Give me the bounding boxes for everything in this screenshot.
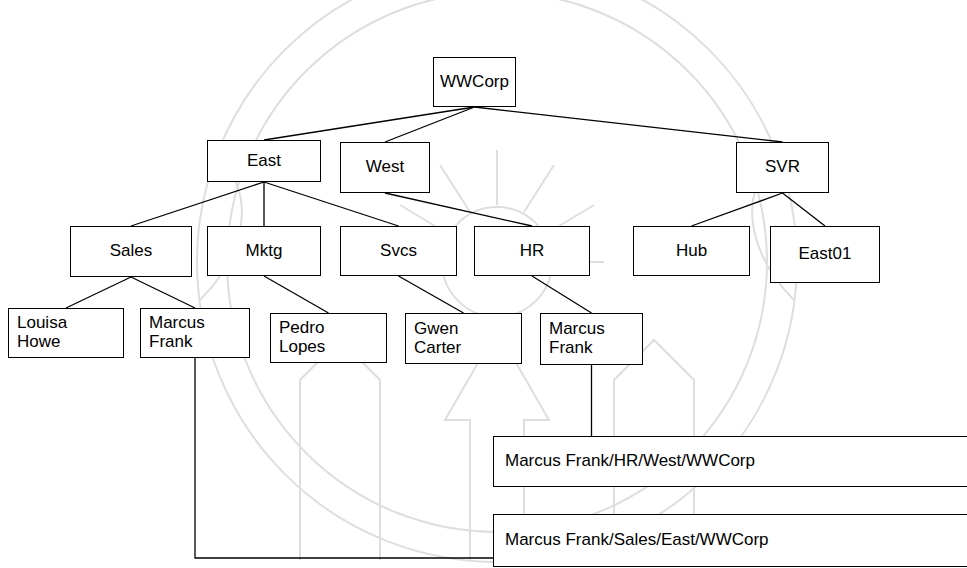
org-box: Marcus Frank <box>140 308 250 358</box>
org-box: Louisa Howe <box>8 308 124 358</box>
box-label: Gwen Carter <box>414 320 490 357</box>
tree-connector <box>385 107 475 142</box>
org-box: Sales <box>70 226 192 277</box>
box-label: Pedro Lopes <box>279 319 355 356</box>
org-box: WWCorp <box>433 57 516 107</box>
tree-connector <box>532 276 592 313</box>
org-box: Marcus Frank/HR/West/WWCorp <box>493 436 967 487</box>
box-label: Mktg <box>246 242 283 261</box>
tree-connector <box>692 193 783 226</box>
tree-connector <box>475 107 783 142</box>
box-label: HR <box>520 242 545 261</box>
org-box: Gwen Carter <box>405 313 522 364</box>
tree-connector <box>263 182 264 226</box>
org-box: SVR <box>736 142 829 193</box>
box-label: East01 <box>799 245 852 264</box>
org-box: West <box>340 142 430 193</box>
tree-connector <box>195 358 493 558</box>
org-box: HR <box>474 226 590 276</box>
box-label: Sales <box>110 242 153 261</box>
box-label: Marcus Frank/HR/West/WWCorp <box>505 452 755 471</box>
tree-connector <box>66 277 131 308</box>
org-box: Hub <box>633 226 750 276</box>
org-box: Mktg <box>207 226 321 276</box>
tree-connector <box>131 277 195 308</box>
tree-connector <box>591 365 592 436</box>
box-label: SVR <box>765 158 800 177</box>
box-label: Louisa Howe <box>17 314 93 351</box>
tree-connector <box>131 182 264 226</box>
box-label: Marcus Frank <box>549 320 625 357</box>
tree-connector <box>264 276 329 313</box>
box-label: Svcs <box>380 242 417 261</box>
org-box: Marcus Frank <box>540 313 643 365</box>
box-label: Marcus Frank/Sales/East/WWCorp <box>505 531 769 550</box>
org-box: Svcs <box>340 226 457 276</box>
tree-connector <box>264 107 475 140</box>
tree-connector <box>385 193 532 226</box>
box-label: East <box>247 152 281 171</box>
box-label: West <box>366 158 404 177</box>
box-label: Marcus Frank <box>149 314 225 351</box>
tree-connector <box>783 193 826 226</box>
org-box: Marcus Frank/Sales/East/WWCorp <box>493 514 967 567</box>
box-label: Hub <box>676 242 707 261</box>
org-box: East01 <box>770 226 880 283</box>
org-box: East <box>207 140 321 182</box>
tree-connector <box>399 276 464 313</box>
org-box: Pedro Lopes <box>270 313 387 363</box>
box-label: WWCorp <box>440 73 509 92</box>
